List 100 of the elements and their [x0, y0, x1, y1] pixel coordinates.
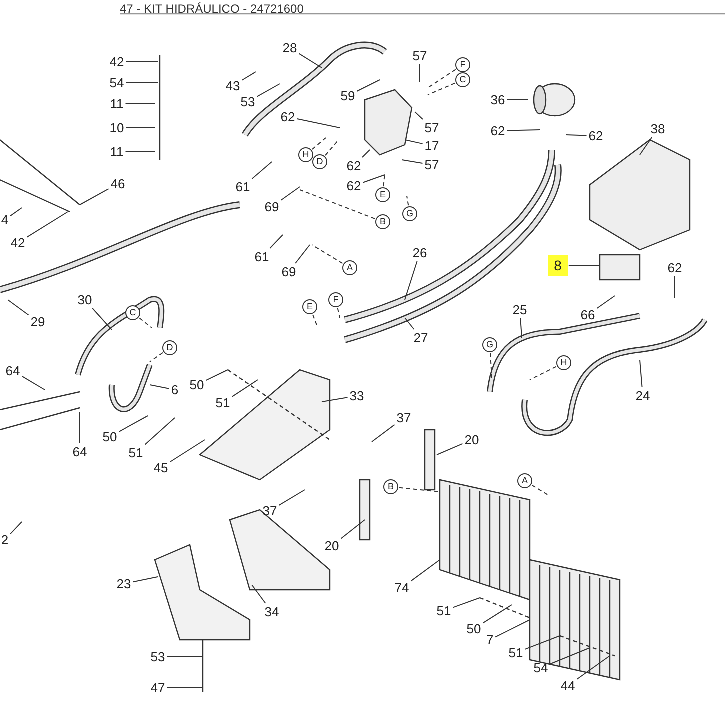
callout-number: 11: [109, 96, 125, 112]
callout-number: 30: [76, 292, 94, 308]
leader-line: [414, 112, 424, 120]
callout-number: 28: [282, 40, 298, 56]
leader-line: [576, 656, 610, 680]
callout-number: 42: [108, 54, 126, 70]
callout-number: 57: [412, 48, 428, 64]
callout-number: 62: [346, 158, 362, 174]
callout-number: 61: [234, 180, 252, 194]
callout-number: 20: [324, 538, 340, 554]
leader-line: [280, 186, 300, 201]
callout-number: 51: [128, 446, 144, 460]
leader-line: [10, 208, 22, 217]
callout-number: 42: [10, 236, 26, 250]
leader-line: [166, 656, 204, 658]
callout-number: 54: [532, 660, 550, 676]
leader-line: [428, 69, 456, 88]
connection-letter: A: [518, 474, 532, 488]
leader-line: [270, 234, 284, 249]
connection-letter: E: [376, 188, 390, 202]
leader-line: [252, 162, 272, 180]
callout-number: 62: [280, 110, 296, 124]
leader-line: [482, 604, 512, 624]
leader-line: [232, 380, 258, 398]
callout-number: 61: [254, 250, 270, 264]
callout-number: 74: [394, 580, 410, 596]
leader-line: [532, 484, 548, 496]
callout-number: 54: [108, 76, 126, 90]
leader-line: [524, 636, 560, 650]
leader-line: [404, 261, 418, 300]
leader-line: [325, 140, 338, 156]
leader-line: [640, 360, 643, 388]
callout-number: 8: [548, 256, 568, 276]
connection-letter: G: [482, 338, 498, 352]
callout-number: 38: [650, 122, 666, 136]
connection-letter: C: [456, 72, 470, 88]
leader-line: [596, 296, 616, 309]
callout-number: 62: [666, 260, 684, 276]
callout-number: 29: [30, 314, 46, 330]
callout-number: 51: [436, 604, 452, 618]
leader-line: [452, 598, 480, 608]
callout-number: 50: [466, 622, 482, 636]
callout-number: 11: [109, 144, 125, 160]
leader-line: [640, 137, 653, 156]
leader-line: [206, 370, 228, 382]
connection-letter: E: [302, 300, 318, 314]
callout-number: 7: [485, 632, 495, 648]
callout-number: 10: [108, 120, 126, 136]
connection-letter: B: [376, 214, 390, 230]
leader-line: [22, 376, 46, 390]
connection-letter: H: [556, 356, 572, 370]
callout-number: 33: [348, 388, 366, 404]
leader-line: [404, 318, 415, 330]
leader-line: [10, 522, 22, 535]
callout-number: 43: [224, 78, 242, 94]
callout-number: 27: [412, 330, 430, 346]
connection-letter: D: [312, 154, 328, 170]
leader-line: [8, 300, 30, 316]
callout-number: 6: [170, 382, 180, 398]
callout-number: 47: [150, 680, 166, 696]
leader-line: [340, 520, 366, 540]
callout-number: 53: [150, 650, 166, 664]
callout-number: 34: [264, 604, 280, 620]
leader-line: [132, 576, 158, 583]
leader-line: [170, 440, 206, 463]
leader-line: [118, 416, 148, 432]
callout-number: 17: [424, 138, 440, 154]
callout-number: 50: [102, 430, 118, 444]
connection-letter: C: [126, 306, 140, 320]
leader-line: [362, 174, 386, 184]
leader-line: [436, 443, 464, 456]
callout-number: 4: [0, 212, 10, 228]
leader-line: [495, 620, 530, 638]
leader-line: [404, 140, 424, 144]
leader-line: [356, 80, 380, 92]
callout-number: 36: [490, 92, 506, 108]
callout-number: 24: [634, 388, 652, 404]
callout-number: 66: [580, 308, 596, 322]
leader-line: [530, 366, 557, 380]
callout-number: 37: [262, 504, 278, 518]
callout-number: 46: [110, 176, 126, 192]
callout-number: 50: [188, 378, 206, 392]
callout-number: 62: [490, 124, 506, 138]
callout-number: 45: [152, 460, 170, 476]
callout-number: 64: [4, 364, 22, 378]
leader-line: [362, 150, 370, 158]
connection-letter: D: [162, 340, 178, 356]
leader-line: [144, 418, 176, 446]
leader-line: [312, 138, 326, 150]
leader-line: [295, 244, 310, 264]
leader-line: [372, 424, 396, 442]
leader-line: [398, 487, 440, 492]
callout-number: 64: [72, 444, 88, 460]
leader-line: [322, 397, 348, 402]
leader-line: [520, 318, 522, 338]
leader-line: [252, 584, 266, 604]
connection-letter: H: [298, 148, 314, 162]
leader-line: [242, 72, 256, 81]
leader-line: [300, 190, 376, 220]
callout-number: 23: [116, 576, 132, 592]
